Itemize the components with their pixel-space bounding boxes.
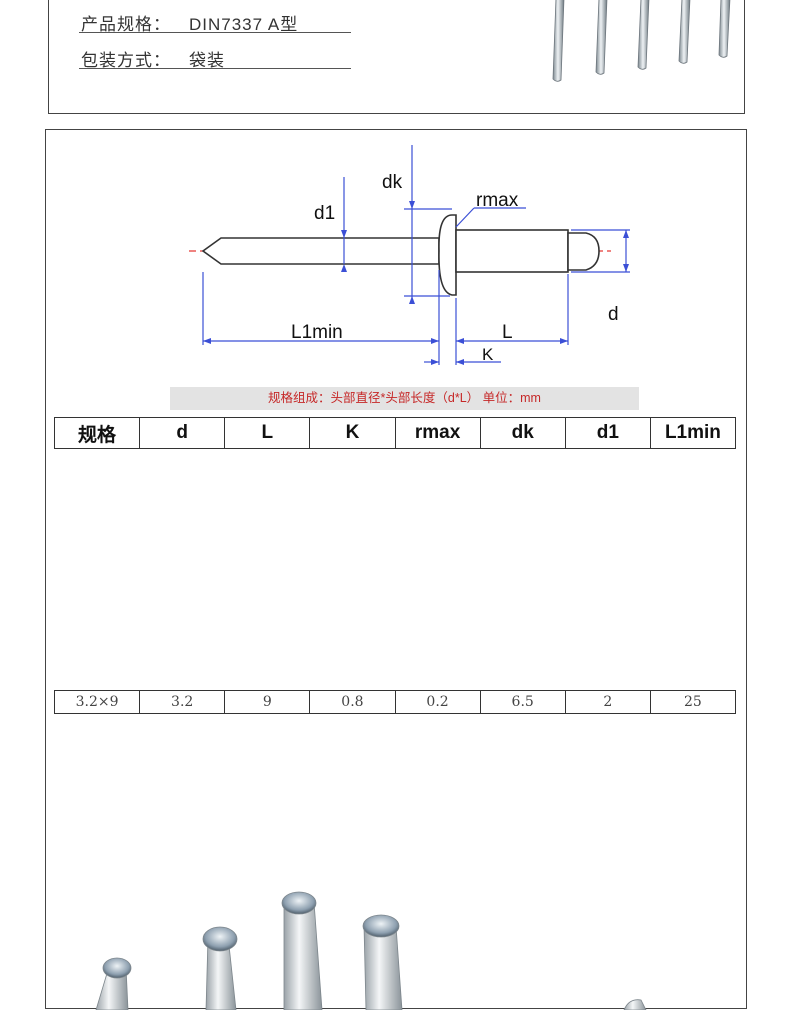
label-k: K: [482, 345, 494, 364]
cell-dk: 6.5: [479, 690, 566, 714]
packaging-label: 包装方式：: [81, 51, 171, 70]
spec-label: 产品规格：: [81, 15, 171, 34]
label-l: L: [502, 322, 513, 343]
packaging-value: 袋装: [189, 51, 225, 70]
header-cell-spec: 规格: [53, 417, 141, 449]
rivets-photo: [95, 891, 647, 1010]
cell-rmax: 0.2: [394, 690, 481, 714]
header-cell-dk: dk: [479, 417, 566, 449]
rivet-dimension-diagram: dk d1 rmax d L1min L K: [189, 145, 630, 365]
label-rmax: rmax: [476, 190, 519, 211]
spec-value: DIN7337 A型: [189, 15, 299, 34]
cell-l: 9: [224, 690, 311, 714]
rivet-head-shape: [438, 214, 457, 296]
rivet-tail-shape: [567, 232, 600, 271]
spec-table-data: 3.2×9 3.2 9 0.8 0.2 6.5 2 25: [53, 690, 737, 714]
header-cell-d: d: [139, 417, 226, 449]
rivet-pins-image: [552, 0, 731, 82]
table-header-row: 规格 d L K rmax dk d1 L1min: [53, 417, 737, 449]
cell-d1: 2: [564, 690, 651, 714]
label-l1min: L1min: [291, 322, 343, 343]
cell-k: 0.8: [309, 690, 396, 714]
packaging-row: 包装方式： 袋装: [79, 38, 351, 70]
cell-l1min: 25: [649, 690, 737, 714]
spec-caption: 规格组成：头部直径*头部长度（d*L） 单位：mm: [170, 387, 639, 410]
label-d1: d1: [314, 203, 335, 224]
table-row: 3.2×9 3.2 9 0.8 0.2 6.5 2 25: [53, 690, 737, 714]
cell-d: 3.2: [139, 690, 226, 714]
mandrel-shape: [201, 237, 440, 265]
spec-row: 产品规格： DIN7337 A型: [79, 2, 351, 34]
label-dk: dk: [382, 172, 403, 193]
dimension-lines: [202, 145, 630, 365]
header-cell-k: K: [309, 417, 396, 449]
rivet-body-shape: [455, 229, 569, 273]
spec-panel: dk d1 rmax d L1min L K 规格组成：头部直径*头部长度（d*…: [45, 129, 747, 1010]
spec-table-header: 规格 d L K rmax dk d1 L1min: [53, 417, 737, 449]
product-info-box: 产品规格： DIN7337 A型 包装方式： 袋装: [48, 0, 745, 114]
header-cell-rmax: rmax: [394, 417, 481, 449]
header-cell-d1: d1: [564, 417, 651, 449]
header-cell-l1min: L1min: [649, 417, 737, 449]
header-cell-l: L: [224, 417, 311, 449]
label-d: d: [608, 304, 619, 325]
cell-spec: 3.2×9: [53, 690, 141, 714]
